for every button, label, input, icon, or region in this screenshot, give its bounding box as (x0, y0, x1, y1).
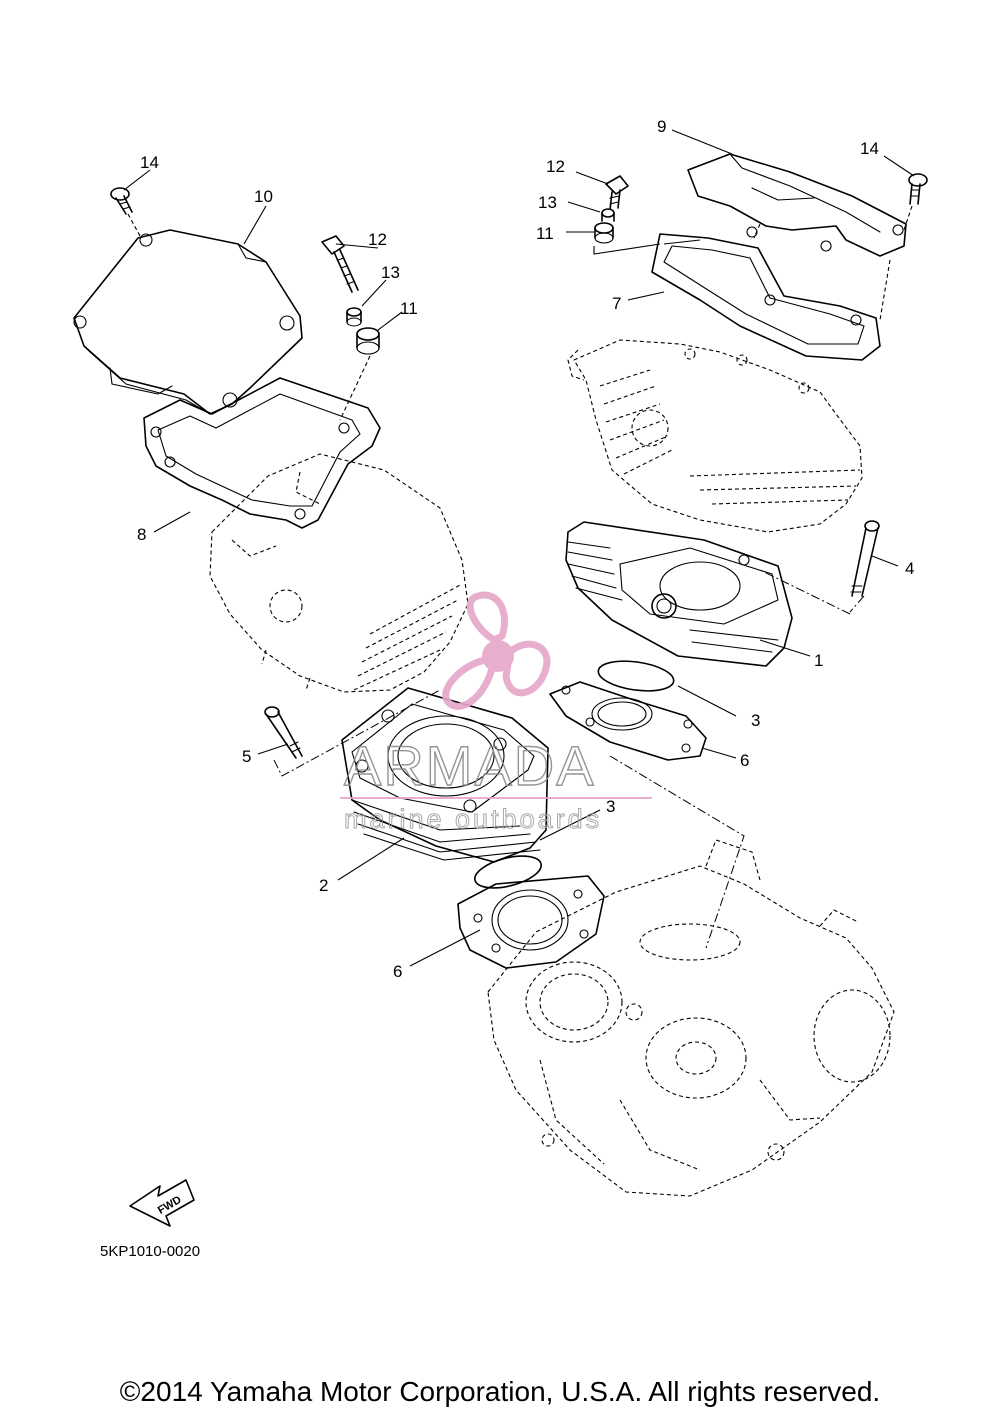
callout-10: 10 (254, 187, 273, 206)
part-7-gasket-front (651, 226, 881, 361)
drawing-code: 5KP1010-0020 (100, 1243, 200, 1260)
front-cylinder-head-reference (567, 339, 863, 533)
watermark-tagline: marine outboards (344, 804, 602, 834)
part-8-gasket-rear (143, 377, 381, 529)
part-6-base-gasket-rear (457, 875, 605, 969)
part-4-bolt-front (850, 520, 880, 597)
copyright-notice: ©2014 Yamaha Motor Corporation, U.S.A. A… (119, 1376, 881, 1407)
part-10-head-cover-rear (73, 229, 303, 415)
callout-4: 4 (905, 559, 914, 578)
callout-11-front: 11 (536, 224, 554, 243)
callout-14-rear: 14 (140, 153, 159, 172)
part-2-cylinder-rear (341, 687, 549, 863)
armada-watermark: ARMADA marine outboards (340, 591, 652, 835)
callout-6-rear: 6 (393, 962, 402, 981)
part-3-o-ring-front (597, 660, 675, 692)
part-14-screw-front (903, 173, 928, 231)
rear-cylinder-head-reference (209, 453, 469, 693)
callout-2: 2 (319, 876, 328, 895)
watermark-brand: ARMADA (344, 734, 596, 797)
callout-7: 7 (612, 294, 621, 313)
callout-5: 5 (242, 747, 251, 766)
callout-9: 9 (657, 117, 666, 136)
leader-lines (123, 129, 915, 967)
part-1-cylinder-front (565, 521, 793, 667)
callout-3-front: 3 (751, 711, 760, 730)
callout-1: 1 (814, 651, 823, 670)
callout-12-front: 12 (546, 157, 565, 176)
rear-bolt-12-washer-13-grommet-11 (321, 235, 380, 421)
part-14-screw-rear (110, 187, 141, 237)
part-3-o-ring-rear (474, 855, 542, 889)
callout-numbers: 1 2 3 3 4 5 6 6 7 8 9 10 11 11 12 12 13 … (137, 117, 914, 981)
crankcase-reference (487, 839, 895, 1197)
propeller-logo-icon (442, 591, 551, 710)
callout-14-front: 14 (860, 139, 879, 158)
callout-11-rear: 11 (400, 299, 418, 318)
fwd-arrow-icon: FWD (129, 1179, 195, 1227)
front-bolt-12-washer-13-grommet-11 (593, 175, 701, 255)
part-9-head-cover-front (687, 153, 907, 321)
callout-3-rear: 3 (606, 797, 615, 816)
callout-13-front: 13 (538, 193, 557, 212)
part-5-bolt-rear (264, 706, 303, 759)
callout-8: 8 (137, 525, 146, 544)
part-6-base-gasket-front (549, 681, 707, 761)
alignment-lines (273, 569, 865, 949)
callout-12-rear: 12 (368, 230, 387, 249)
callout-6-front: 6 (740, 751, 749, 770)
callout-13-rear: 13 (381, 263, 400, 282)
